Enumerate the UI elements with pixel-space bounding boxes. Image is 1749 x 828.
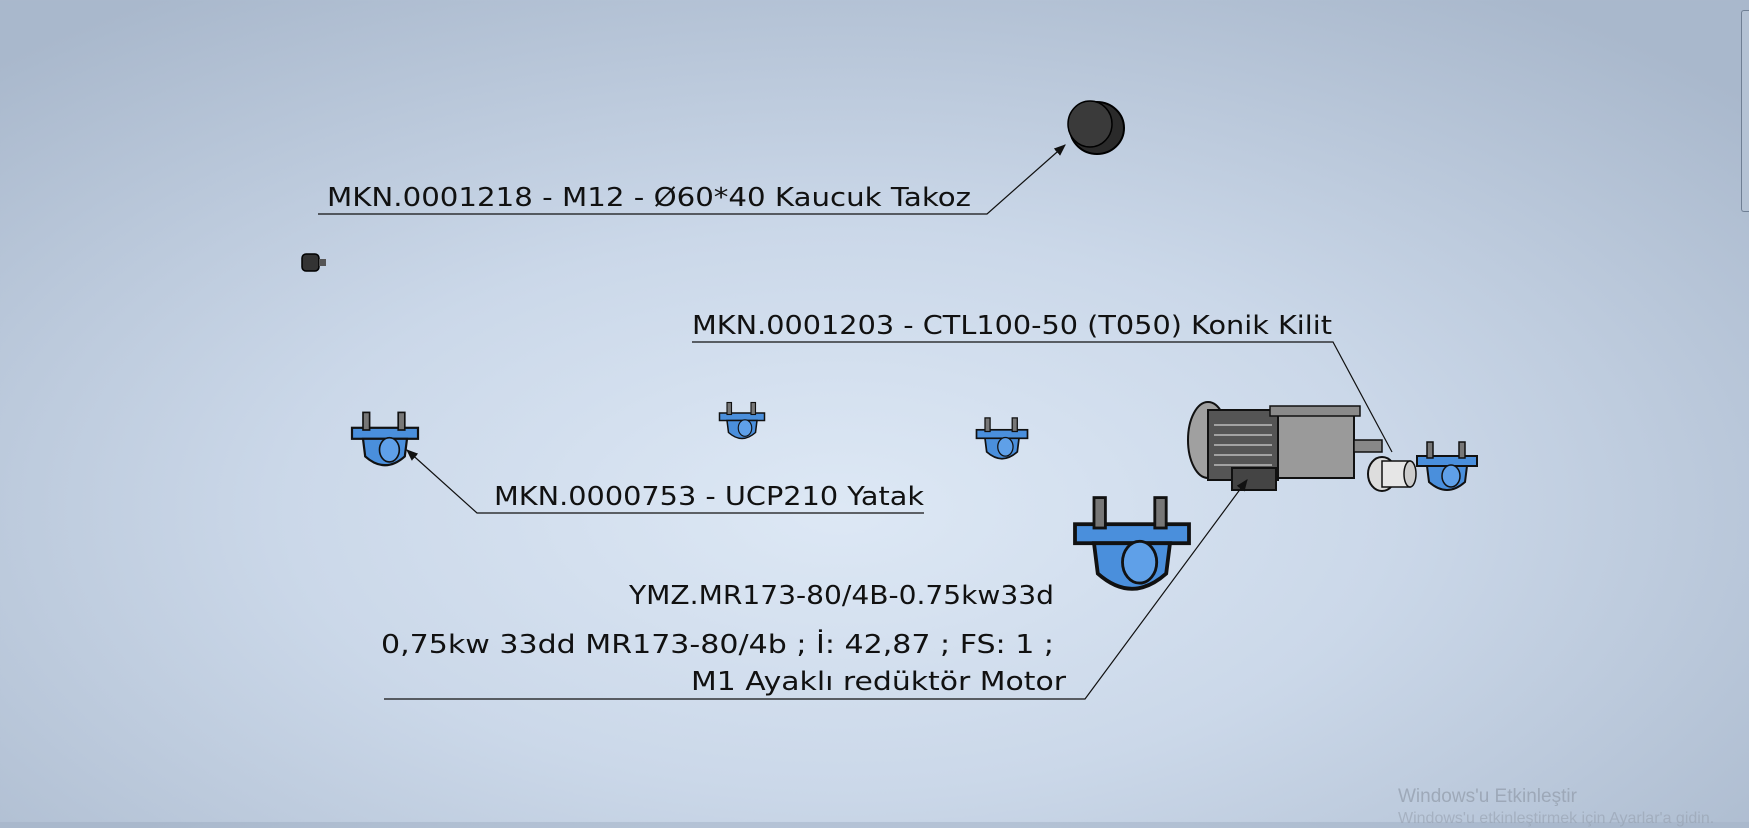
activation-watermark-subtitle: Windows'u etkinleştirmek için Ayarlar'a … — [1398, 810, 1715, 827]
bearing-part-5[interactable] — [1416, 441, 1478, 491]
label-motor-line1: YMZ.MR173-80/4B-0.75kw33d — [628, 581, 1054, 611]
label-bearing: MKN.0000753 - UCP210 Yatak — [494, 482, 924, 512]
rubber-mount-part[interactable] — [1067, 100, 1125, 155]
label-motor-line3: M1 Ayaklı redüktör Motor — [691, 667, 1066, 697]
label-rubber-mount: MKN.0001218 - M12 - Ø60*40 Kaucuk Takoz — [327, 183, 971, 213]
small-mount-part[interactable] — [301, 253, 326, 272]
bearing-part-2[interactable] — [718, 401, 766, 440]
bearing-part-3[interactable] — [975, 417, 1029, 460]
bearing-part-4[interactable] — [1073, 495, 1191, 591]
bearing-part-1[interactable] — [350, 411, 420, 467]
label-motor-line2: 0,75kw 33dd MR173-80/4b ; İ: 42,87 ; FS:… — [381, 628, 1054, 660]
taper-lock-part[interactable] — [1367, 456, 1417, 492]
label-taper-lock: MKN.0001203 - CTL100-50 (T050) Konik Kil… — [692, 311, 1332, 341]
leader-lines — [318, 144, 1393, 700]
viewcube-scrollbar[interactable] — [1741, 10, 1749, 212]
gear-motor-part[interactable] — [1187, 401, 1383, 491]
activation-watermark-title: Windows'u Etkinleştir — [1398, 786, 1577, 807]
